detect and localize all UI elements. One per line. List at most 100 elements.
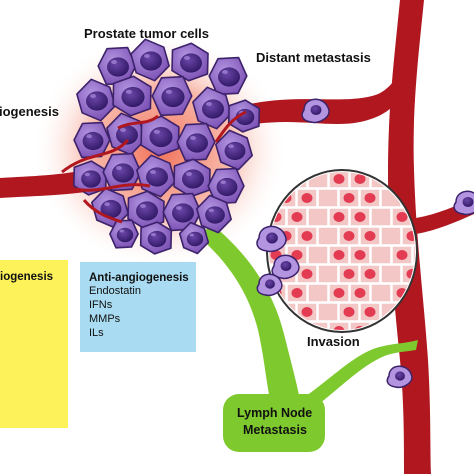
- migrating-tumor-cell: [256, 273, 283, 297]
- tissue-cell: [307, 245, 329, 265]
- tissue-nucleus: [354, 288, 366, 298]
- tumor-cell: [109, 219, 139, 249]
- tissue-cell: [412, 172, 415, 189]
- tissue-cell: [307, 207, 329, 227]
- anti-angiogenesis-title: Anti-angiogenesis: [89, 272, 189, 284]
- anti-angiogenesis-item: ILs: [89, 327, 104, 339]
- tissue-nucleus: [333, 212, 345, 222]
- tumor-cell: [207, 167, 245, 205]
- tissue-nucleus: [364, 269, 376, 279]
- tissue-nucleus: [428, 307, 439, 317]
- tissue-cell: [370, 245, 392, 265]
- migrating-tumor-cell: [386, 365, 413, 389]
- pro-angiogenesis-title: iogenesis: [0, 271, 54, 283]
- tissue-nucleus: [343, 307, 355, 317]
- tumor-cell: [208, 56, 248, 96]
- tissue-nucleus: [333, 174, 345, 184]
- tumor-cell: [171, 42, 209, 82]
- migrating-tumor-cell: [271, 254, 300, 280]
- tissue-nucleus: [364, 231, 376, 241]
- tumor-cell: [140, 115, 180, 157]
- tissue-nucleus: [364, 193, 376, 203]
- tumor-cell: [73, 121, 111, 159]
- tissue-nucleus: [301, 269, 313, 279]
- migrating-tumor-cell: [453, 190, 474, 216]
- tissue-nucleus: [301, 193, 313, 203]
- tumor-capillary: [61, 138, 130, 174]
- tumor-cell: [73, 160, 107, 196]
- tissue-cell: [370, 283, 392, 303]
- tissue-cell: [317, 264, 339, 284]
- tissue-nucleus: [343, 231, 355, 241]
- anti-angiogenesis-item: MMPs: [89, 313, 121, 325]
- prostate-tumor-cells-label: Prostate tumor cells: [84, 26, 209, 41]
- tumor-cell: [130, 38, 170, 82]
- pro-angiogenesis-text: iogenesis: [0, 271, 53, 283]
- tissue-nucleus: [354, 212, 366, 222]
- tissue-nucleus: [428, 193, 439, 203]
- tissue-nucleus: [291, 326, 303, 330]
- tumor-cell: [127, 190, 165, 230]
- tumor-cell-cluster: [73, 38, 261, 255]
- migrating-tumor-cell: [301, 98, 330, 124]
- tissue-nucleus: [343, 269, 355, 279]
- tissue-cell: [380, 264, 402, 284]
- tissue-nucleus: [333, 326, 345, 330]
- tissue-cell: [317, 226, 339, 246]
- tumor-capillary: [214, 110, 247, 143]
- tumor-cell: [196, 194, 232, 234]
- tissue-cell: [412, 245, 415, 265]
- tissue-nucleus: [396, 250, 408, 260]
- tissue-cell: [380, 226, 402, 246]
- tumor-cell: [91, 187, 129, 229]
- tumor-cell: [215, 129, 253, 171]
- lymph-node-label-line2: Metastasis: [243, 423, 307, 437]
- tissue-cell: [307, 283, 329, 303]
- tissue-nucleus: [364, 307, 376, 317]
- tissue-nucleus: [396, 212, 408, 222]
- tissue-cell: [286, 321, 308, 330]
- distant-metastasis-label: Distant metastasis: [256, 50, 371, 65]
- tissue-nucleus: [428, 269, 439, 279]
- anti-angiogenesis-box: [80, 262, 196, 352]
- tissue-cell: [423, 265, 443, 283]
- tumor-cell: [139, 221, 173, 255]
- tissue-nucleus: [428, 231, 439, 241]
- tissue-nucleus: [354, 174, 366, 184]
- tumor-cell: [192, 86, 232, 130]
- tumor-cell: [162, 192, 202, 232]
- tumor-capillary: [82, 199, 123, 224]
- pro-angiogenesis-box: [0, 260, 68, 428]
- tumor-cell: [76, 78, 116, 122]
- invasion-label: Invasion: [307, 334, 360, 349]
- tissue-nucleus: [418, 174, 429, 184]
- migrating-tumor-cells: [256, 98, 474, 389]
- anti-angiogenesis-text: Anti-angiogenesis Endostatin IFNs MMPs I…: [89, 272, 189, 340]
- tissue-cell: [423, 189, 443, 207]
- tumor-cell: [112, 75, 152, 117]
- tumor-cell: [102, 152, 142, 192]
- tissue-nucleus: [291, 288, 303, 298]
- lymph-node: [223, 394, 325, 452]
- invaded-tissue: [269, 172, 443, 330]
- angiogenesis-label: iogenesis: [0, 104, 59, 119]
- lymph-node-label-line1: Lymph Node: [237, 406, 313, 420]
- lymphatic-vessel: [196, 226, 300, 400]
- tissue-cell: [317, 302, 339, 322]
- tissue-nucleus: [333, 250, 345, 260]
- tissue-nucleus: [343, 193, 355, 203]
- tissue-nucleus: [301, 307, 313, 317]
- tissue-nucleus: [333, 288, 345, 298]
- tissue-nucleus: [354, 250, 366, 260]
- anti-angiogenesis-item: IFNs: [89, 299, 113, 311]
- migrating-tumor-cell: [256, 225, 287, 253]
- tumor-cell: [176, 122, 216, 162]
- tissue-cell: [317, 188, 339, 208]
- anti-angiogenesis-item: Endostatin: [89, 285, 141, 297]
- tumor-cell: [178, 221, 210, 255]
- vessel-branch-top: [250, 70, 404, 124]
- tumor-capillary: [69, 183, 151, 192]
- tumor-capillary: [117, 114, 159, 130]
- tissue-nucleus: [301, 231, 313, 241]
